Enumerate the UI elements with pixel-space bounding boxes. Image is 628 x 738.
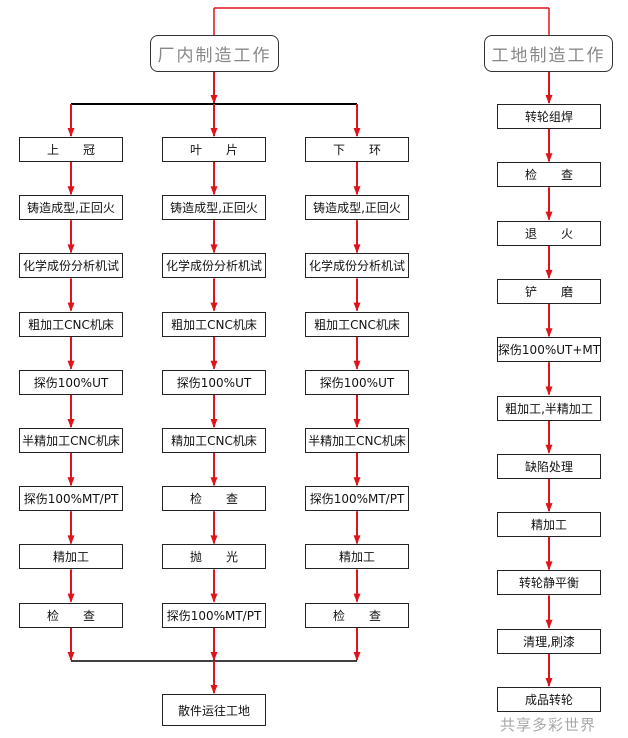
arrow-head: [67, 244, 75, 254]
arrow-head: [353, 186, 361, 196]
site-step-box: 粗加工,半精加工: [497, 395, 601, 421]
arrow-head: [67, 652, 75, 661]
arrow-head: [545, 561, 553, 571]
process-step-box: 粗加工CNC机床: [162, 311, 266, 337]
arrow-head: [210, 685, 218, 694]
arrow-head: [353, 477, 361, 487]
ship-to-site-box: 散件运往工地: [162, 694, 266, 726]
arrow-head: [545, 444, 553, 454]
process-step-box: 检 查: [162, 486, 266, 512]
arrow-head: [67, 302, 75, 312]
process-step-box: 探伤100%MT/PT: [305, 486, 409, 512]
process-step-box: 探伤100%UT: [19, 369, 123, 395]
arrow-head: [210, 244, 218, 254]
process-step-box: 铸造成型,正回火: [305, 195, 409, 221]
arrow-head: [210, 419, 218, 428]
arrow-head: [67, 186, 75, 196]
arrow-head: [210, 652, 218, 661]
process-step-box: 铸造成型,正回火: [19, 195, 123, 221]
arrow-head: [353, 360, 361, 370]
arrow-head: [545, 211, 553, 221]
process-step-box: 半精加工CNC机床: [19, 428, 123, 453]
arrow-head: [545, 153, 553, 163]
site-work-header: 工地制造工作: [484, 35, 613, 72]
site-step-box: 缺陷处理: [497, 453, 601, 479]
arrow-head: [67, 535, 75, 545]
arrow-head: [67, 419, 75, 428]
arrow-head: [67, 593, 75, 603]
arrow-head: [210, 95, 218, 104]
process-step-box: 探伤100%UT: [305, 369, 409, 395]
arrow-head: [353, 302, 361, 312]
arrow-head: [210, 360, 218, 370]
process-step-box: 粗加工CNC机床: [19, 311, 123, 337]
arrow-head: [545, 269, 553, 279]
process-step-box: 检 查: [19, 602, 123, 628]
arrow-head: [210, 593, 218, 603]
site-step-box: 转轮组焊: [497, 104, 601, 129]
site-step-box: 检 查: [497, 162, 601, 188]
arrow-head: [545, 95, 553, 104]
process-step-box: 抛 光: [162, 544, 266, 570]
arrow-head: [353, 419, 361, 428]
arrow-head: [210, 128, 218, 137]
arrow-head: [545, 678, 553, 687]
process-step-box: 粗加工CNC机床: [305, 311, 409, 337]
process-step-box: 叶 片: [162, 137, 266, 162]
process-step-box: 化学成份分析机试: [305, 253, 409, 279]
process-step-box: 检 查: [305, 602, 409, 628]
arrow-head: [210, 186, 218, 196]
process-step-box: 化学成份分析机试: [19, 253, 123, 279]
process-step-box: 探伤100%MT/PT: [162, 602, 266, 628]
site-step-box: 精加工: [497, 512, 601, 538]
process-step-box: 半精加工CNC机床: [305, 428, 409, 453]
site-step-box: 铲 磨: [497, 278, 601, 304]
factory-work-header: 厂内制造工作: [150, 35, 279, 72]
arrow-head: [353, 652, 361, 661]
arrow-head: [210, 477, 218, 487]
site-step-box: 清理,刷漆: [497, 628, 601, 654]
process-step-box: 精加工: [19, 544, 123, 570]
process-step-box: 探伤100%MT/PT: [19, 486, 123, 512]
arrow-head: [545, 503, 553, 513]
arrow-head: [210, 535, 218, 545]
arrow-head: [67, 360, 75, 370]
process-step-box: 精加工: [305, 544, 409, 570]
arrow-head: [353, 535, 361, 545]
process-step-box: 上 冠: [19, 137, 123, 162]
process-step-box: 化学成份分析机试: [162, 253, 266, 279]
arrow-head: [353, 128, 361, 137]
arrow-head: [353, 244, 361, 254]
process-step-box: 探伤100%UT: [162, 369, 266, 395]
arrow-head: [545, 619, 553, 629]
arrow-head: [210, 302, 218, 312]
watermark: 共享多彩世界: [500, 716, 597, 734]
arrow-head: [67, 477, 75, 487]
site-step-box: 成品转轮: [497, 687, 601, 712]
site-step-box: 转轮静平衡: [497, 570, 601, 596]
process-step-box: 精加工CNC机床: [162, 428, 266, 453]
arrow-head: [67, 128, 75, 137]
arrow-head: [545, 386, 553, 396]
site-step-box: 退 火: [497, 220, 601, 246]
site-step-box: 探伤100%UT+MT: [497, 337, 601, 363]
process-step-box: 下 环: [305, 137, 409, 162]
arrow-head: [545, 328, 553, 338]
arrow-head: [353, 593, 361, 603]
process-step-box: 铸造成型,正回火: [162, 195, 266, 221]
